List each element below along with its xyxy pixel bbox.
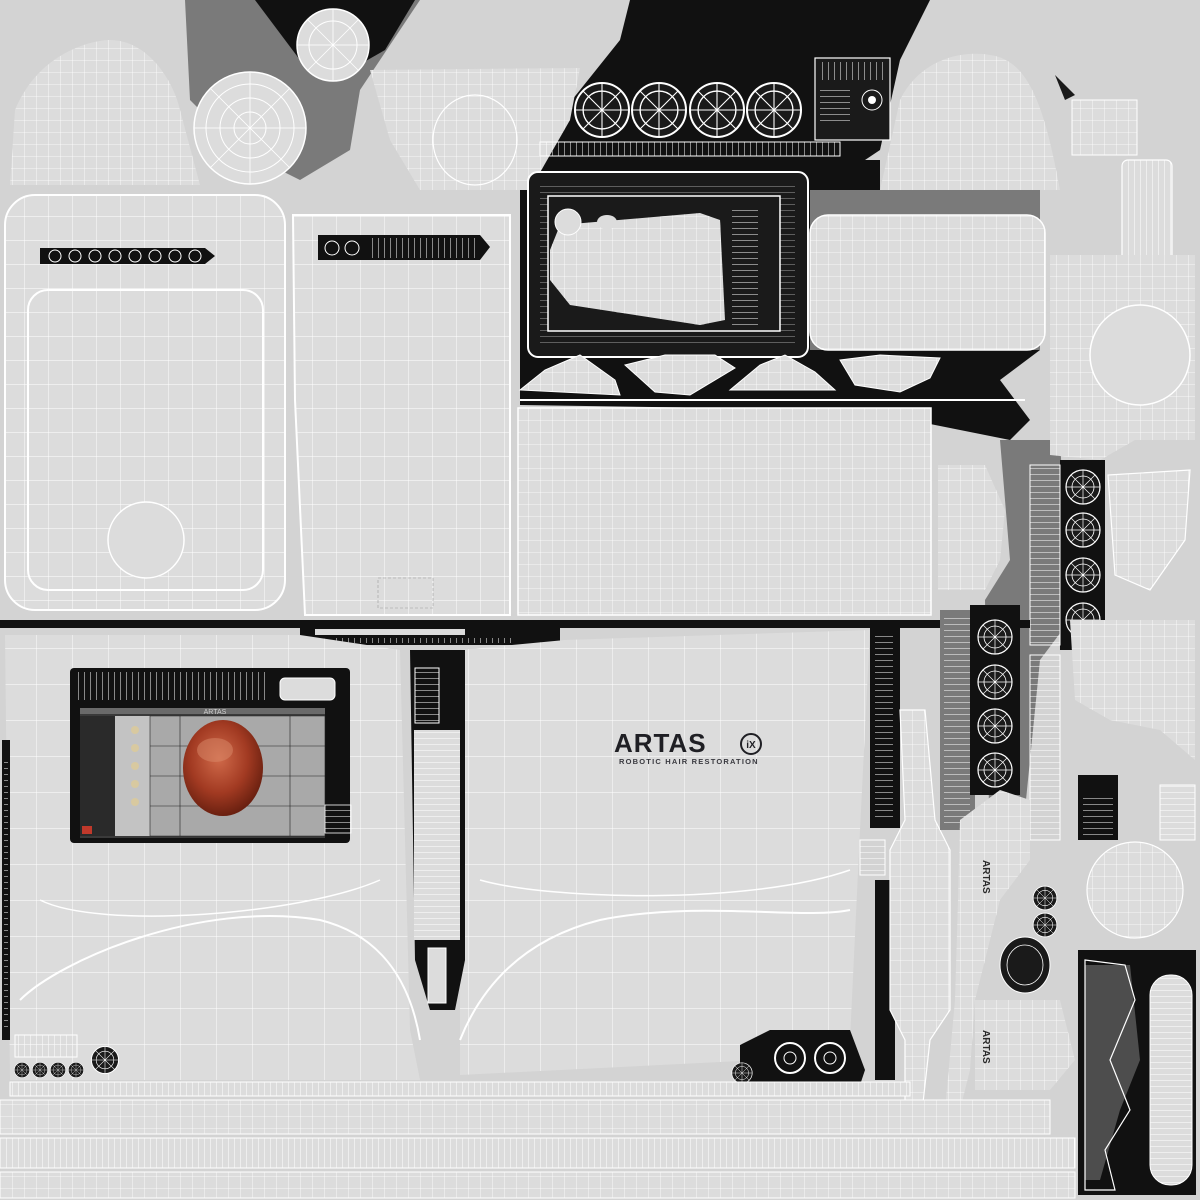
wire-shape-side — [938, 465, 1005, 590]
tall-panel-center-left — [291, 214, 511, 616]
divider-bar — [0, 620, 1030, 645]
bottom-grid-strips — [0, 1081, 1076, 1199]
wire-shape-right-lower — [1070, 620, 1196, 939]
wire-dome-left — [10, 40, 200, 185]
batwing-row — [518, 354, 941, 396]
wheel-column-right — [1029, 460, 1105, 650]
side-logo-upper: ARTAS — [980, 860, 991, 894]
wire-sphere-top — [296, 8, 370, 82]
bar-under-wheels — [539, 141, 841, 157]
side-logo-lower: ARTAS — [980, 1030, 991, 1064]
bottom-panel-right — [459, 630, 870, 1075]
bottom-center-parts — [731, 1030, 865, 1085]
artas-logo-badge: iX — [746, 740, 756, 751]
wire-sphere-left — [193, 71, 307, 185]
center-spine — [410, 650, 465, 1010]
right-vertical-bars — [859, 610, 975, 1131]
wire-shape-top-center — [370, 68, 580, 190]
bottom-left-parts — [14, 1034, 120, 1078]
wire-cup-right — [1107, 469, 1191, 591]
artas-logo: ARTAS iX ROBOTIC HAIR RESTORATION — [614, 728, 762, 766]
artas-logo-text: ARTAS — [614, 728, 707, 758]
wheel-column-lower — [970, 605, 1061, 841]
small-parts-top-right — [1055, 75, 1173, 281]
side-panel-curved: ARTAS ARTAS — [945, 790, 1075, 1110]
grid-panel-right — [809, 214, 1046, 351]
left-tray-panel — [4, 194, 286, 611]
hex-bolt-row — [48, 249, 202, 263]
screen-panel: ARTAS — [70, 668, 352, 843]
console-frame — [527, 171, 809, 358]
wire-dome-right — [880, 53, 1060, 190]
left-edge-bars — [2, 740, 10, 1040]
artas-logo-tagline: ROBOTIC HAIR RESTORATION — [619, 757, 759, 766]
wire-shape-right-mid — [1050, 255, 1195, 460]
bottom-right-strip — [1078, 950, 1196, 1195]
grid-panel-center — [517, 399, 1025, 616]
camera-block — [814, 57, 891, 141]
artas-badge-circle — [740, 733, 762, 755]
screen-header-label: ARTAS — [204, 709, 227, 716]
